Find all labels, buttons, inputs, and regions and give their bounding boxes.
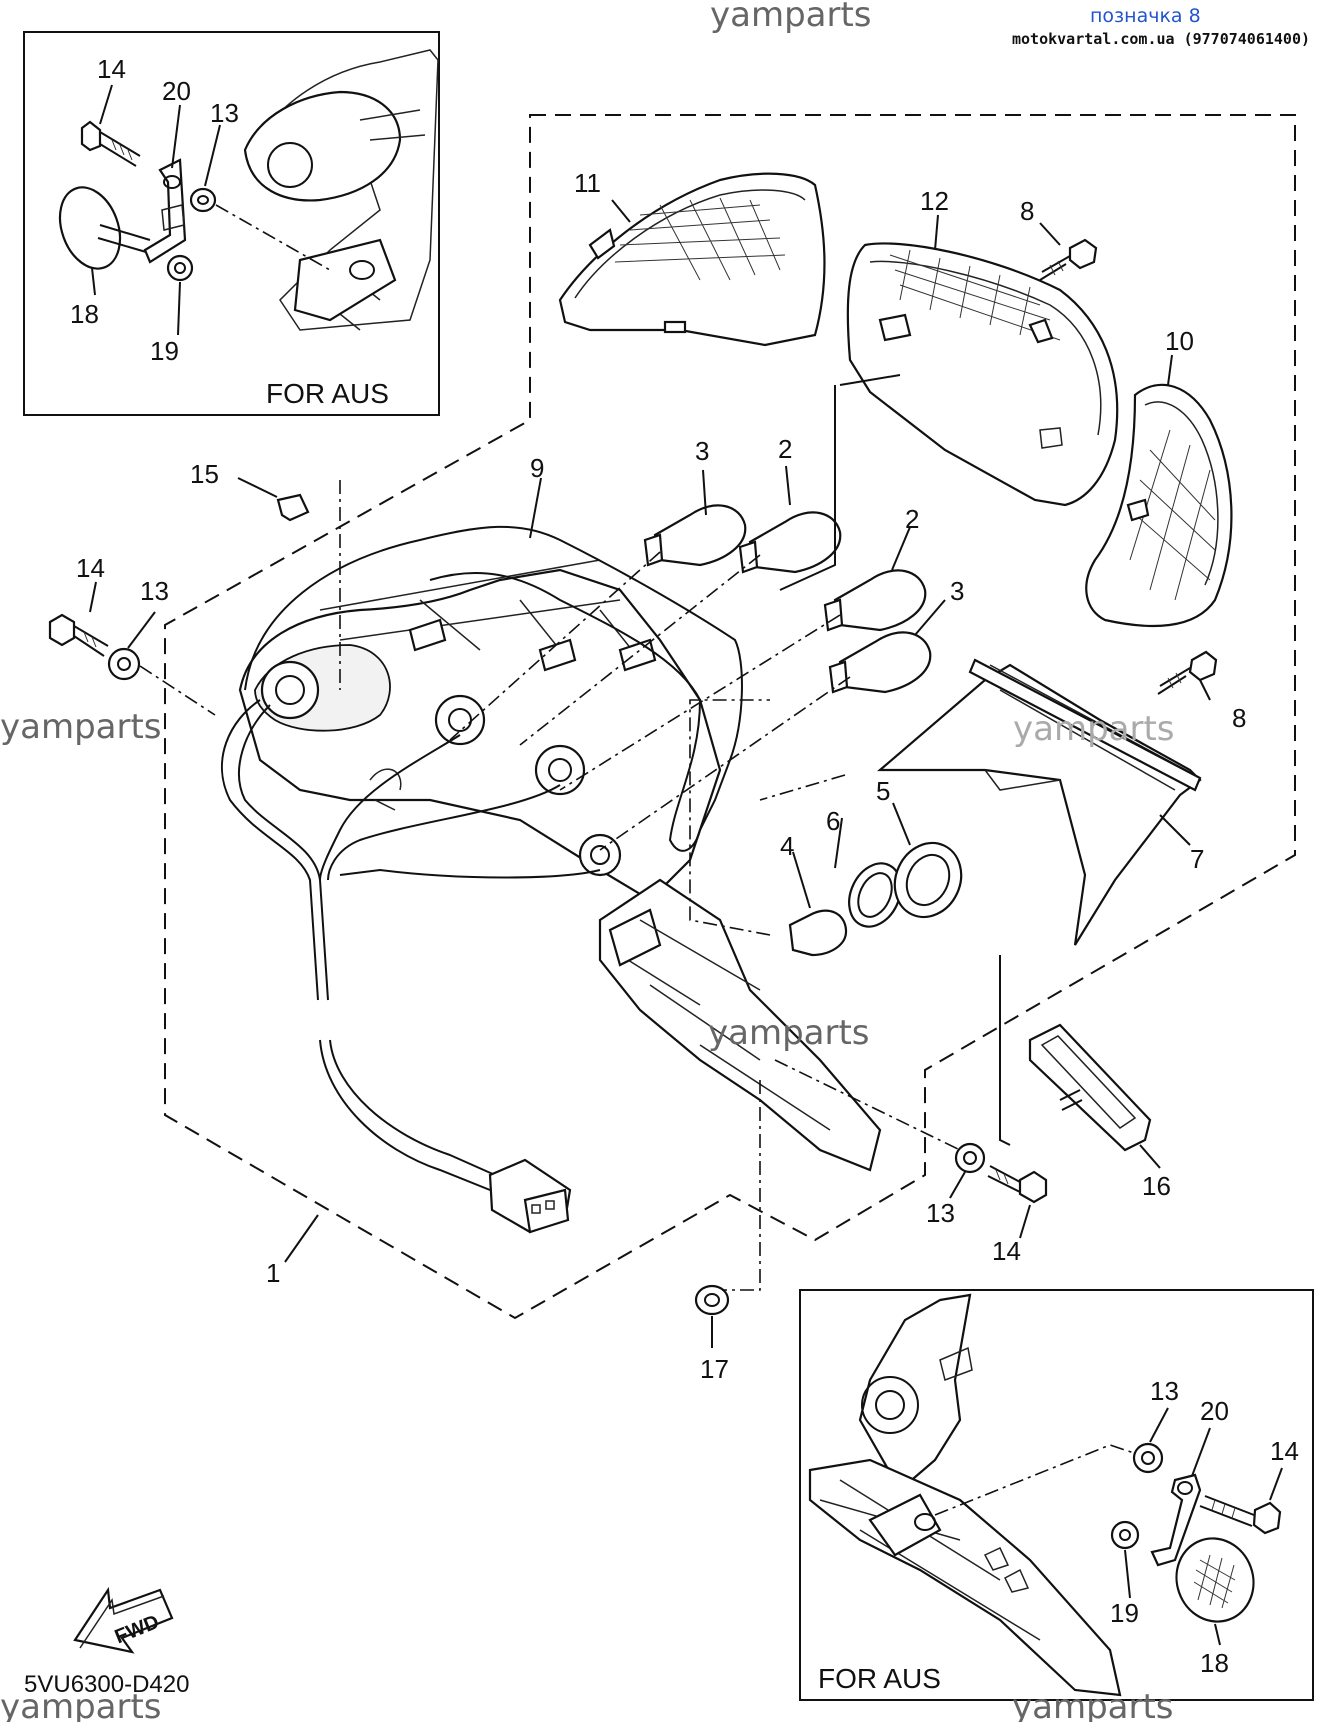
- inset-bottom-callout-13: 13: [1150, 1376, 1179, 1406]
- callout-3-right: 3: [950, 576, 964, 606]
- cover-7: [877, 658, 1202, 946]
- callout-2-upper: 2: [778, 434, 792, 464]
- watermark-left: yamparts: [0, 707, 162, 747]
- license-light-16: [1028, 1023, 1152, 1152]
- header-site: motokvartal.com.ua (977074061400): [1012, 30, 1310, 48]
- grommet-5: [893, 841, 963, 919]
- lens-11: [558, 172, 826, 347]
- watermark-right: yamparts: [1013, 709, 1175, 749]
- bulb-2-upper: [738, 511, 842, 574]
- housing-9: [244, 525, 743, 852]
- callout-2-right: 2: [905, 504, 919, 534]
- callout-9: 9: [530, 453, 544, 483]
- header-mark: позначка 8: [1090, 5, 1201, 27]
- inset-top-callout-14: 14: [97, 54, 126, 84]
- collar-13-left: [107, 647, 141, 681]
- watermark-top: yamparts: [710, 0, 872, 35]
- inset-top-callout-20: 20: [162, 76, 191, 106]
- inset-top-callout-18: 18: [70, 299, 99, 329]
- callout-13-bottom: 13: [926, 1198, 955, 1228]
- bulb-3-upper: [643, 504, 747, 567]
- inset-bottom-callout-19: 19: [1110, 1598, 1139, 1628]
- callout-14-left: 14: [76, 553, 105, 583]
- nut-17: [694, 1284, 730, 1316]
- callout-8-right: 8: [1232, 703, 1246, 733]
- inset-bottom-callout-20: 20: [1200, 1396, 1229, 1426]
- callout-13-left: 13: [140, 576, 169, 606]
- lens-12: [846, 242, 1119, 507]
- diagram-code: 5VU6300-D420: [24, 1671, 189, 1698]
- inset-bottom-for-aus: 13 20 14 19 18 FOR AUS: [799, 1289, 1314, 1701]
- inset-top-callout-13: 13: [210, 98, 239, 128]
- callout-8-top: 8: [1020, 196, 1034, 226]
- callout-4: 4: [780, 831, 794, 861]
- callout-17: 17: [700, 1354, 729, 1384]
- screw-8-top: [1039, 238, 1098, 281]
- wiring-harness: [221, 699, 601, 1234]
- assembly-boundary-main: [164, 114, 1296, 1320]
- inset-bottom-callout-14: 14: [1270, 1436, 1299, 1466]
- watermark-center: yamparts: [708, 1013, 870, 1053]
- grommet-6: [848, 862, 902, 928]
- clip-15: [276, 493, 310, 522]
- inset-top-for-aus: 14 20 13 18 19 FOR AUS: [23, 31, 440, 416]
- callout-7: 7: [1190, 844, 1204, 874]
- inset-top-callout-19: 19: [150, 336, 179, 366]
- fwd-arrow: FWD: [73, 1586, 174, 1654]
- bulb-4: [788, 909, 848, 957]
- lens-10: [1085, 383, 1233, 628]
- bulb-3-right: [828, 631, 932, 694]
- watermark-bottom-right: yamparts: [1012, 1687, 1174, 1722]
- callout-12: 12: [920, 186, 949, 216]
- bulb-2-right: [823, 569, 927, 632]
- callout-1: 1: [266, 1258, 280, 1288]
- inset-top-caption: FOR AUS: [266, 378, 389, 409]
- callout-6: 6: [826, 806, 840, 836]
- collar-13: [954, 1142, 986, 1174]
- inset-bottom-caption: FOR AUS: [818, 1663, 941, 1694]
- callout-14-bottom: 14: [992, 1236, 1021, 1266]
- callout-10: 10: [1165, 326, 1194, 356]
- callout-3-upper: 3: [695, 436, 709, 466]
- callout-11: 11: [574, 168, 601, 198]
- bolt-14-left: [48, 613, 109, 657]
- callout-5: 5: [876, 776, 890, 806]
- taillight-assembly-1: [238, 559, 882, 1172]
- callout-15: 15: [190, 459, 219, 489]
- callout-16: 16: [1142, 1171, 1171, 1201]
- screw-8-right: [1157, 650, 1218, 695]
- watermark-bottom-left: yamparts: [0, 1687, 162, 1722]
- bolt-14: [987, 1165, 1048, 1204]
- inset-bottom-callout-18: 18: [1200, 1648, 1229, 1678]
